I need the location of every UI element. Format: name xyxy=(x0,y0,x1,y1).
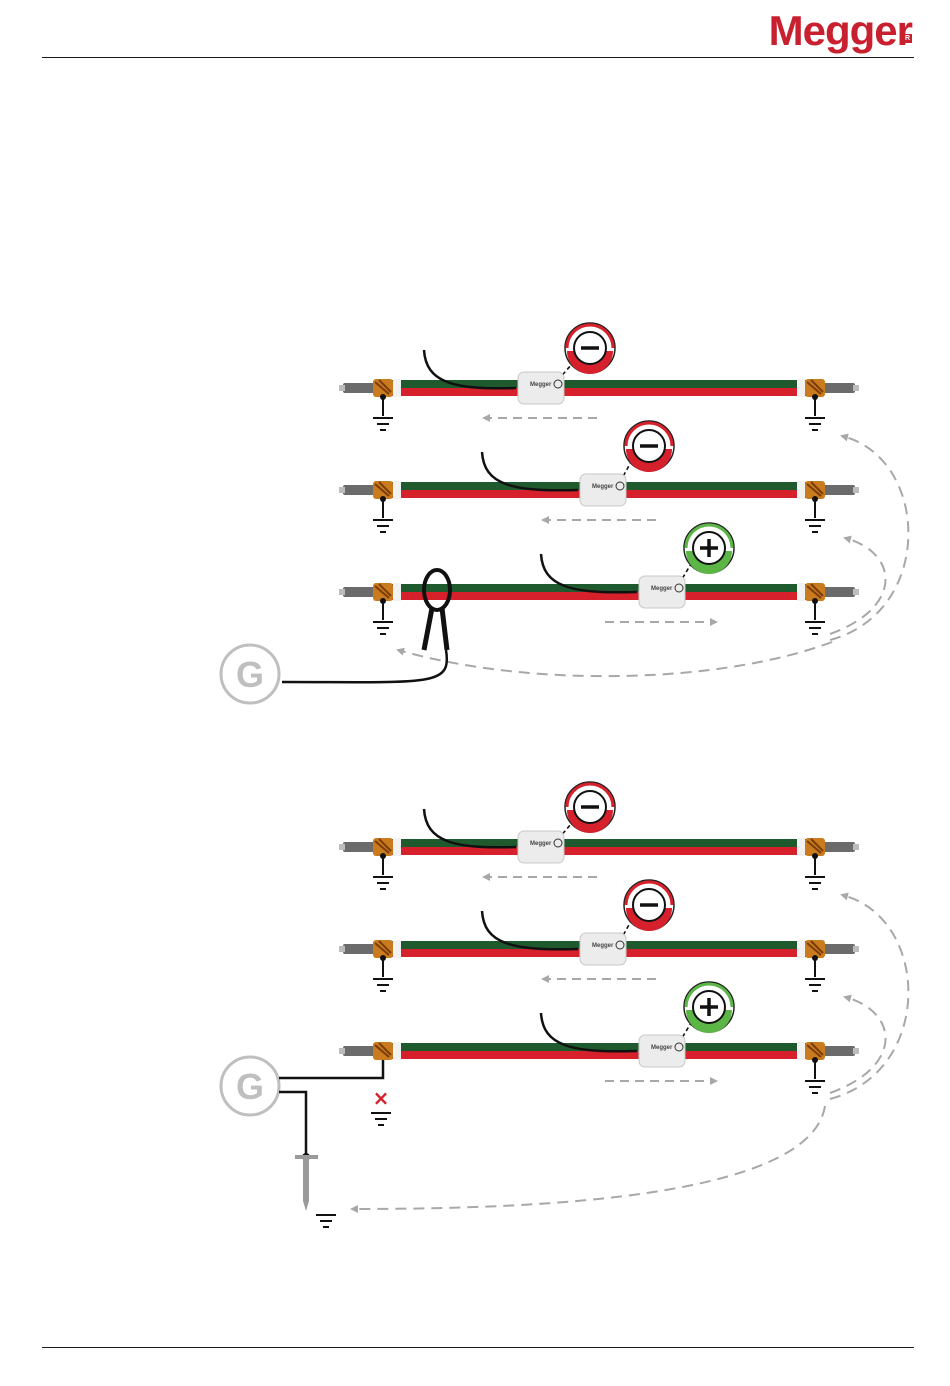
cable-phase-1: Megger xyxy=(339,782,859,889)
current-clamp xyxy=(282,570,450,682)
generator-icon: G xyxy=(221,645,279,703)
cable-sheath-bottom xyxy=(385,1051,813,1059)
right-earth-icon xyxy=(805,520,825,532)
left-termination xyxy=(339,481,401,499)
left-earth-icon xyxy=(373,418,393,430)
return-path-to-probe xyxy=(352,1106,825,1209)
right-earth-icon xyxy=(805,979,825,991)
right-earth-icon xyxy=(805,418,825,430)
right-termination xyxy=(797,940,859,958)
right-earth-icon xyxy=(805,877,825,889)
sheath-lead xyxy=(279,1060,383,1078)
left-termination xyxy=(339,1042,401,1060)
right-earth-icon xyxy=(805,1081,825,1093)
sensor-brand-label: Megger xyxy=(592,484,614,490)
left-termination xyxy=(339,838,401,856)
return-path-to-earth xyxy=(398,642,832,676)
right-termination xyxy=(797,481,859,499)
right-termination xyxy=(797,1042,859,1060)
footer-rule xyxy=(42,1347,914,1348)
negative-indicator xyxy=(565,323,615,374)
sensor-brand-label: Megger xyxy=(530,841,552,847)
return-path-phase-2 xyxy=(830,997,886,1093)
return-path-phase-1 xyxy=(830,895,908,1099)
negative-indicator xyxy=(624,421,674,472)
right-termination xyxy=(797,583,859,601)
left-earth-icon xyxy=(373,979,393,991)
right-earth-icon xyxy=(805,622,825,634)
cable-phase-2: Megger xyxy=(339,421,859,532)
left-earth-icon xyxy=(373,877,393,889)
right-termination xyxy=(797,379,859,397)
generator-label: G xyxy=(236,1066,264,1107)
sensor-brand-label: Megger xyxy=(592,943,614,949)
negative-indicator xyxy=(565,782,615,833)
sensor-brand-label: Megger xyxy=(651,1045,673,1051)
probe-lead xyxy=(279,1092,306,1157)
disconnected-earth-marker: × xyxy=(373,1086,390,1110)
earth-probe xyxy=(295,1157,318,1211)
cable-phase-3: Megger xyxy=(339,523,859,634)
direct-connection-leads xyxy=(279,1060,383,1161)
negative-indicator xyxy=(624,880,674,931)
scenario-direct-connection: MeggerMeggerMeggerG× xyxy=(221,782,908,1227)
cable-sheath-bottom xyxy=(385,388,813,396)
right-termination xyxy=(797,838,859,856)
cable-sheath-bottom xyxy=(385,847,813,855)
cable-phase-1: Megger xyxy=(339,323,859,430)
generator-lead xyxy=(282,650,447,682)
generator-label: G xyxy=(236,654,264,695)
left-termination xyxy=(339,940,401,958)
positive-indicator xyxy=(684,982,734,1033)
sensor-brand-label: Megger xyxy=(651,586,673,592)
left-earth-icon xyxy=(373,520,393,532)
positive-indicator xyxy=(684,523,734,574)
disconnected-earth-icon xyxy=(371,1113,391,1125)
generator-icon: G xyxy=(221,1057,279,1115)
return-path-phase-2 xyxy=(830,538,886,634)
left-earth-icon xyxy=(373,622,393,634)
return-current-paths xyxy=(398,436,908,676)
left-termination xyxy=(339,583,401,601)
cable-phase-3: Megger xyxy=(339,982,859,1093)
return-path-phase-1 xyxy=(830,436,908,640)
probe-earth-icon xyxy=(316,1215,336,1227)
left-termination xyxy=(339,379,401,397)
cable-phase-2: Megger xyxy=(339,880,859,991)
sensor-brand-label: Megger xyxy=(530,382,552,388)
